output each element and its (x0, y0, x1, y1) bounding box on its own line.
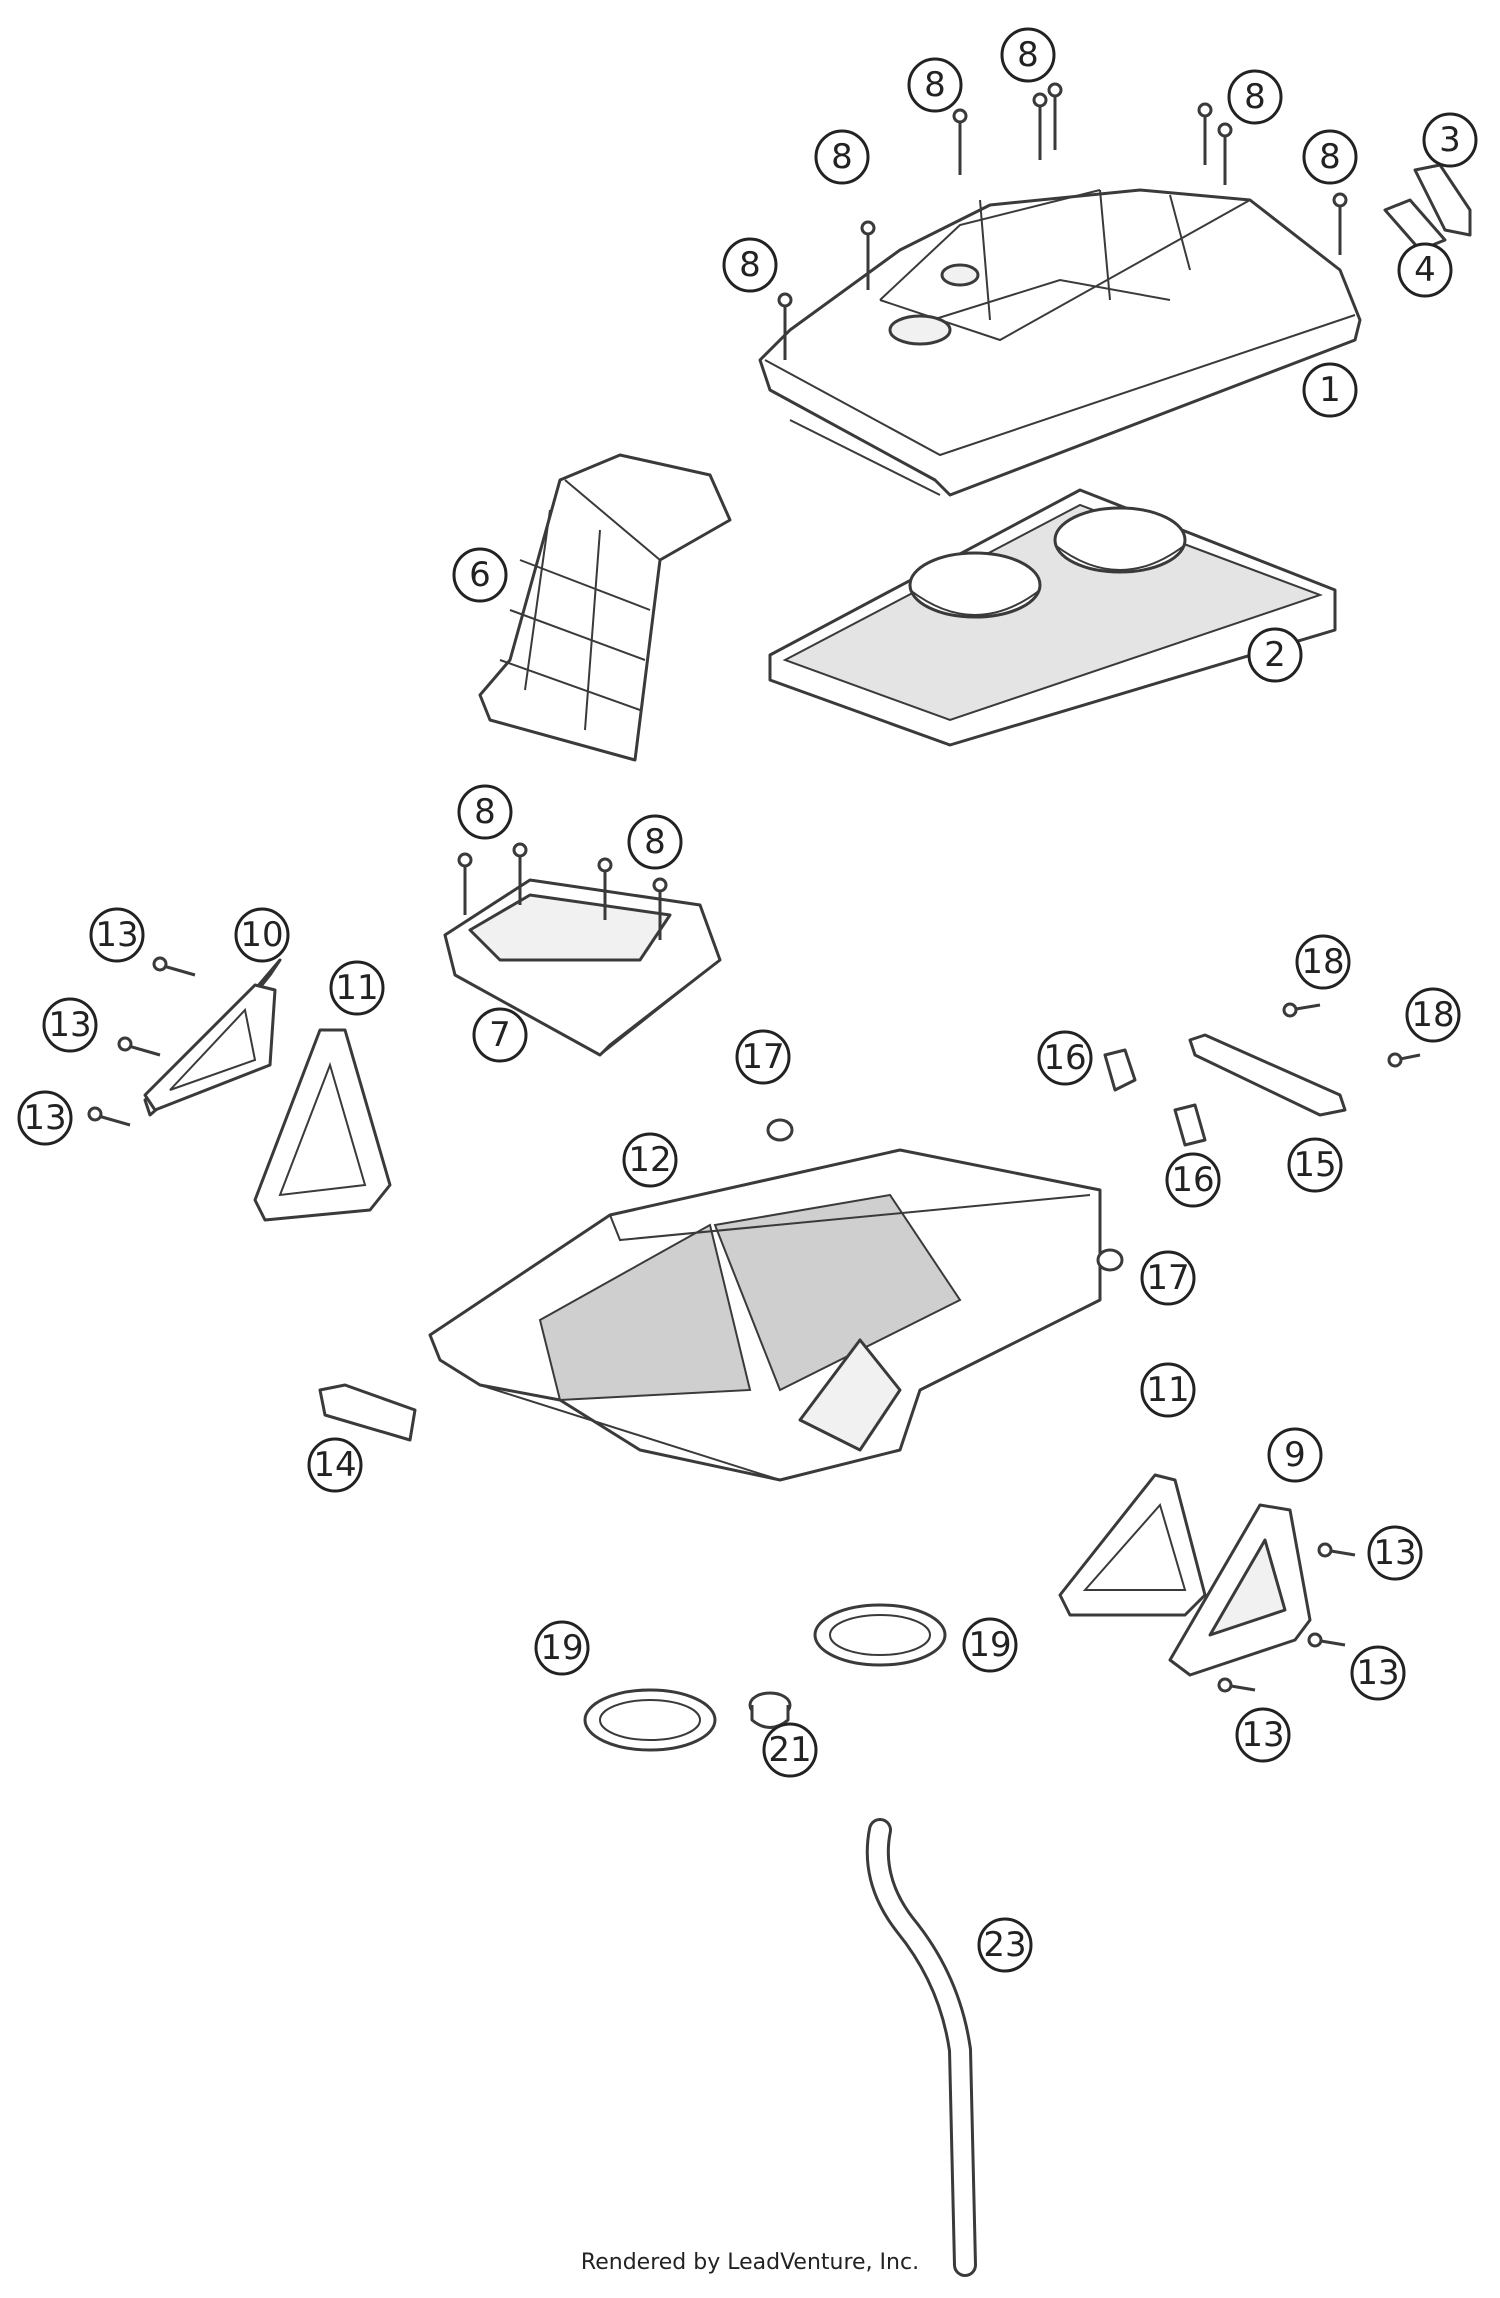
svg-text:8: 8 (474, 792, 496, 832)
svg-text:4: 4 (1414, 250, 1436, 290)
callout-8: 8 (907, 57, 963, 113)
callout-3: 3 (1422, 112, 1478, 168)
svg-text:16: 16 (1171, 1160, 1214, 1200)
callout-21: 21 (762, 1722, 818, 1778)
svg-text:13: 13 (23, 1098, 66, 1138)
callout-14: 14 (307, 1437, 363, 1493)
svg-text:21: 21 (768, 1730, 811, 1770)
callout-13: 13 (1350, 1645, 1406, 1701)
intake-boot (478, 453, 732, 762)
callout-18: 18 (1405, 987, 1461, 1043)
svg-text:19: 19 (968, 1625, 1011, 1665)
callout-8: 8 (457, 784, 513, 840)
svg-text:8: 8 (924, 65, 946, 105)
callout-4: 4 (1397, 242, 1453, 298)
small-cover (1413, 163, 1472, 237)
svg-text:6: 6 (469, 555, 491, 595)
callout-13: 13 (42, 997, 98, 1053)
svg-text:13: 13 (48, 1005, 91, 1045)
callout-13: 13 (89, 907, 145, 963)
svg-text:9: 9 (1284, 1435, 1306, 1475)
clip (318, 1383, 417, 1442)
callout-16: 16 (1165, 1152, 1221, 1208)
svg-text:3: 3 (1439, 120, 1461, 160)
gasket-right (1058, 1473, 1207, 1617)
svg-text:23: 23 (983, 1925, 1026, 1965)
svg-text:12: 12 (628, 1140, 671, 1180)
air-filter (768, 488, 1337, 747)
small-gasket (1383, 198, 1447, 252)
side-cover-left (143, 958, 282, 1117)
grommet-lower (1096, 1248, 1124, 1272)
svg-text:13: 13 (1373, 1533, 1416, 1573)
svg-text:15: 15 (1293, 1145, 1336, 1185)
callout-10: 10 (234, 907, 290, 963)
callout-18: 18 (1295, 934, 1351, 990)
callout-8: 8 (1302, 129, 1358, 185)
side-cover-right (1168, 1503, 1312, 1677)
callout-13: 13 (1235, 1707, 1291, 1763)
bracket (1188, 1033, 1347, 1117)
airbox-housing (428, 1148, 1102, 1482)
svg-text:13: 13 (95, 915, 138, 955)
svg-text:8: 8 (1319, 137, 1341, 177)
callout-7: 7 (472, 1007, 528, 1063)
svg-text:1: 1 (1319, 370, 1341, 410)
clip-nut-lower (1173, 1103, 1207, 1147)
render-credit: Rendered by LeadVenture, Inc. (580, 2250, 920, 2275)
callout-13: 13 (17, 1090, 73, 1146)
svg-text:8: 8 (644, 822, 666, 862)
airbox-lid (758, 188, 1362, 497)
callout-1: 1 (1302, 362, 1358, 418)
callout-9: 9 (1267, 1427, 1323, 1483)
callout-2: 2 (1247, 627, 1303, 683)
plug (748, 1691, 792, 1729)
svg-text:8: 8 (739, 245, 761, 285)
svg-text:10: 10 (240, 915, 283, 955)
callout-12: 12 (622, 1132, 678, 1188)
svg-text:8: 8 (1244, 77, 1266, 117)
gasket-left (253, 1028, 392, 1222)
svg-text:8: 8 (1017, 35, 1039, 75)
callout-16: 16 (1037, 1030, 1093, 1086)
svg-text:14: 14 (313, 1445, 356, 1485)
svg-text:18: 18 (1301, 942, 1344, 982)
callout-11: 11 (329, 960, 385, 1016)
callout-11: 11 (1140, 1362, 1196, 1418)
callout-13: 13 (1367, 1525, 1423, 1581)
callout-8: 8 (1000, 27, 1056, 83)
svg-text:16: 16 (1043, 1038, 1086, 1078)
callout-6: 6 (452, 547, 508, 603)
callout-19: 19 (962, 1617, 1018, 1673)
screws (87, 82, 1421, 1693)
callout-8: 8 (814, 129, 870, 185)
svg-text:13: 13 (1241, 1715, 1284, 1755)
svg-text:7: 7 (489, 1015, 511, 1055)
callout-17: 17 (735, 1029, 791, 1085)
svg-text:17: 17 (1146, 1258, 1189, 1298)
intake-flange (443, 878, 722, 1057)
callout-8b: 8 (627, 814, 683, 870)
callout-17: 17 (1140, 1250, 1196, 1306)
callout-15: 15 (1287, 1137, 1343, 1193)
svg-text:18: 18 (1411, 995, 1454, 1035)
grommet-upper (766, 1118, 794, 1142)
callout-8: 8 (1227, 69, 1283, 125)
svg-text:2: 2 (1264, 635, 1286, 675)
callout-23: 23 (977, 1917, 1033, 1973)
callouts: 1 2 3 4 6 7 8 8 8 8 8 8 8 8 9 10 11 11 1… (17, 27, 1478, 1973)
svg-text:17: 17 (741, 1037, 784, 1077)
svg-text:11: 11 (1146, 1370, 1189, 1410)
clip-nut-upper (1103, 1048, 1137, 1092)
ring-left (583, 1688, 717, 1752)
callout-19: 19 (534, 1620, 590, 1676)
svg-text:8: 8 (831, 137, 853, 177)
svg-text:19: 19 (540, 1628, 583, 1668)
svg-text:13: 13 (1356, 1653, 1399, 1693)
ring-right (813, 1603, 947, 1667)
callout-8: 8 (722, 237, 778, 293)
svg-text:11: 11 (335, 968, 378, 1008)
drain-hose (865, 1818, 977, 2277)
